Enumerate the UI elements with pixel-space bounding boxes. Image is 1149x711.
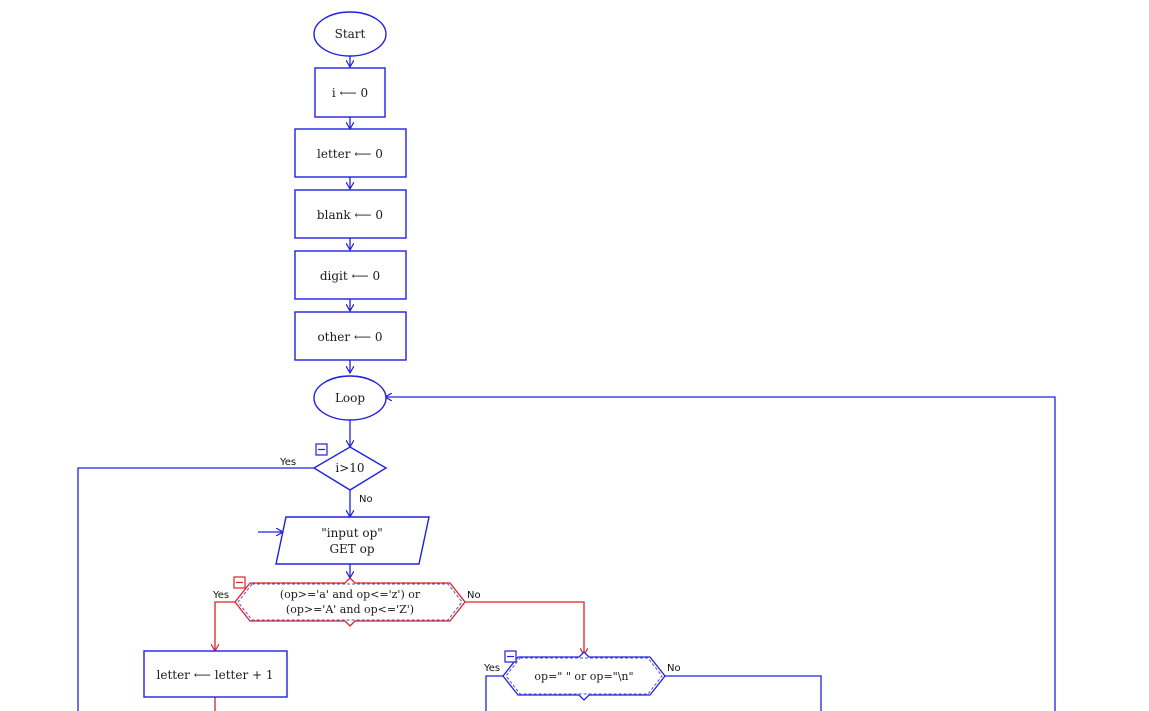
node-init-blank-label: blank ⟵ 0	[317, 208, 383, 222]
node-loop[interactable]: Loop	[313, 375, 387, 421]
node-init-i-label: i ⟵ 0	[332, 86, 368, 100]
node-cond-i-label: i>10	[335, 461, 364, 475]
cond-blank-no-label: No	[667, 663, 681, 674]
connectors	[77, 56, 1056, 711]
edge-loop-back	[386, 397, 1056, 711]
node-init-blank[interactable]: blank ⟵ 0	[294, 189, 407, 239]
node-input-line2: GET op	[329, 542, 374, 556]
edge-cond-letter-yes	[215, 601, 235, 650]
node-init-letter-label: letter ⟵ 0	[317, 147, 383, 161]
node-input-op[interactable]: "input op" GET op	[275, 516, 430, 565]
cond-i-no-label: No	[359, 494, 373, 505]
node-init-digit[interactable]: digit ⟵ 0	[294, 250, 407, 300]
cond-letter-yes-label: Yes	[212, 590, 229, 601]
node-init-other-label: other ⟵ 0	[317, 330, 382, 344]
node-init-other[interactable]: other ⟵ 0	[294, 311, 407, 361]
node-cond-letter-line1: (op>='a' and op<='z') or	[280, 588, 421, 601]
cond-i-yes-label: Yes	[279, 457, 296, 468]
collapse-icon[interactable]	[504, 650, 517, 663]
edge-cond-blank-no	[665, 675, 822, 711]
collapse-icon[interactable]	[315, 443, 328, 456]
node-init-i[interactable]: i ⟵ 0	[314, 67, 386, 118]
node-inc-letter[interactable]: letter ⟵ letter + 1	[143, 650, 288, 698]
node-start[interactable]: Start	[313, 11, 387, 57]
node-cond-i[interactable]: i>10	[312, 446, 388, 491]
node-init-digit-label: digit ⟵ 0	[320, 269, 380, 283]
collapse-icon[interactable]	[233, 576, 246, 589]
node-cond-letter[interactable]: (op>='a' and op<='z') or (op>='A' and op…	[234, 577, 466, 627]
edge-cond-letter-no	[465, 601, 584, 654]
edge-cond-blank-yes	[485, 675, 503, 711]
node-inc-letter-label: letter ⟵ letter + 1	[157, 668, 274, 682]
node-cond-blank-label: op=" " or op="\n"	[534, 670, 633, 683]
node-input-line1: "input op"	[321, 526, 383, 540]
node-cond-letter-line2: (op>='A' and op<='Z')	[286, 603, 414, 616]
node-init-letter[interactable]: letter ⟵ 0	[294, 128, 407, 178]
node-start-label: Start	[335, 27, 366, 41]
edge-cond-i-yes	[77, 467, 314, 711]
cond-letter-no-label: No	[467, 590, 481, 601]
cond-blank-yes-label: Yes	[483, 663, 500, 674]
node-loop-label: Loop	[335, 391, 365, 405]
node-cond-blank[interactable]: op=" " or op="\n"	[502, 651, 666, 701]
